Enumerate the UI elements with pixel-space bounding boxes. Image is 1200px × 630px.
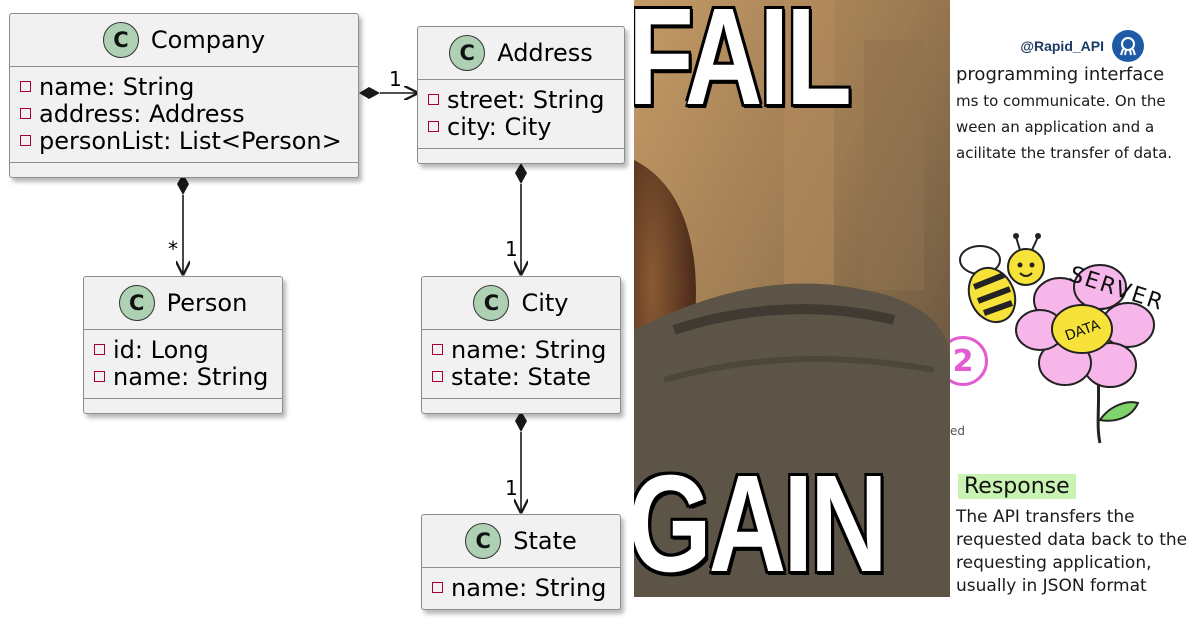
attribute: personList: List<Person> (20, 127, 348, 155)
class-c-icon: C (118, 285, 155, 321)
response-heading: Response (958, 474, 1076, 499)
relation-lines: 1 * 1 1 (168, 67, 634, 630)
attribute: name: String (20, 73, 348, 101)
intro-line: acilitate the transfer of data. (956, 144, 1173, 162)
class-c-icon: C (102, 22, 139, 58)
bee-icon (959, 233, 1045, 324)
class-name: Address (497, 39, 593, 67)
class-c-icon: C (473, 285, 510, 321)
class-header: C Company (10, 14, 358, 67)
private-visibility-icon (20, 135, 31, 146)
relation-address-city: 1 (505, 163, 527, 274)
intro-line: programming interface (956, 64, 1165, 85)
attribute-list: name: String state: State (422, 330, 620, 399)
response-text: The API transfers the requested data bac… (956, 506, 1187, 598)
class-name: Company (150, 26, 266, 54)
intro-line: ms to communicate. On the (956, 92, 1166, 110)
api-sketch-panel: @Rapid_API programming interface ms to c… (950, 0, 1200, 630)
method-compartment (422, 399, 620, 413)
cropped-text: ed (950, 424, 965, 438)
class-state[interactable]: C State name: String (421, 514, 621, 610)
response-line: requested data back to the (956, 530, 1188, 550)
attribute: name: String (432, 574, 610, 602)
leaf-icon (1098, 401, 1140, 422)
composition-diamond-icon (359, 87, 380, 99)
private-visibility-icon (94, 371, 105, 382)
attribute-list: id: Long name: String (84, 330, 282, 399)
class-person[interactable]: C Person id: Long name: String (83, 276, 283, 414)
method-compartment (10, 163, 358, 177)
private-visibility-icon (432, 582, 443, 593)
meme-image-panel: FAIL GAIN (634, 0, 950, 630)
class-header: C Address (418, 27, 624, 80)
relation-company-person: * (168, 174, 189, 274)
relation-city-state: 1 (505, 411, 527, 512)
intro-text: programming interface ms to communicate.… (956, 62, 1172, 166)
attribute-list: street: String city: City (418, 80, 624, 149)
attribute: street: String (428, 86, 614, 114)
data-core (1051, 304, 1113, 354)
private-visibility-icon (432, 371, 443, 382)
response-line: The API transfers the (956, 507, 1135, 527)
private-visibility-icon (94, 344, 105, 355)
class-name: State (513, 527, 577, 555)
bee-flower-illustration: DATA (959, 233, 1155, 444)
private-visibility-icon (20, 108, 31, 119)
attribute-list: name: String (422, 568, 620, 609)
method-compartment (418, 149, 624, 163)
attribute: state: State (432, 363, 610, 391)
flower-icon: DATA (1015, 264, 1155, 388)
brand-header: @Rapid_API (1020, 30, 1144, 62)
intro-line: ween an application and a (956, 118, 1155, 136)
private-visibility-icon (428, 94, 439, 105)
step-number-badge: 2 (950, 336, 988, 386)
class-c-icon: C (449, 35, 486, 71)
multiplicity-label: * (168, 237, 178, 261)
multiplicity-label: 1 (505, 476, 518, 500)
attribute: address: Address (20, 100, 348, 128)
attribute: city: City (428, 113, 614, 141)
attribute: name: String (94, 363, 272, 391)
class-name: Person (166, 289, 248, 317)
class-c-icon: C (465, 523, 502, 559)
private-visibility-icon (20, 81, 31, 92)
response-line: usually in JSON format (956, 576, 1147, 596)
private-visibility-icon (432, 344, 443, 355)
attribute: name: String (432, 336, 610, 364)
class-name: City (521, 289, 569, 317)
class-header: C Person (84, 277, 282, 330)
meme-bottom-margin (634, 597, 950, 630)
class-header: C City (422, 277, 620, 330)
brand-handle: @Rapid_API (1020, 38, 1104, 54)
method-compartment (84, 399, 282, 413)
class-address[interactable]: C Address street: String city: City (417, 26, 625, 164)
relation-company-address: 1 (359, 67, 417, 99)
attribute-list: name: String address: Address personList… (10, 67, 358, 163)
response-line: requesting application, (956, 553, 1152, 573)
composition-diamond-icon (515, 411, 527, 432)
meme-top-text: FAIL (634, 0, 852, 134)
meme-photo-background (634, 0, 950, 630)
class-city[interactable]: C City name: String state: State (421, 276, 621, 414)
private-visibility-icon (428, 121, 439, 132)
attribute: id: Long (94, 336, 272, 364)
multiplicity-label: 1 (505, 237, 518, 261)
composition-diamond-icon (515, 163, 527, 184)
multiplicity-label: 1 (389, 67, 402, 91)
composition-diamond-icon (177, 174, 189, 195)
uml-class-diagram: 1 * 1 1 C Company name: String address: … (9, 13, 634, 630)
meme-bottom-text: GAIN (634, 447, 888, 601)
class-header: C State (422, 515, 620, 568)
octopus-logo-icon (1112, 30, 1144, 62)
class-company[interactable]: C Company name: String address: Address … (9, 13, 359, 178)
